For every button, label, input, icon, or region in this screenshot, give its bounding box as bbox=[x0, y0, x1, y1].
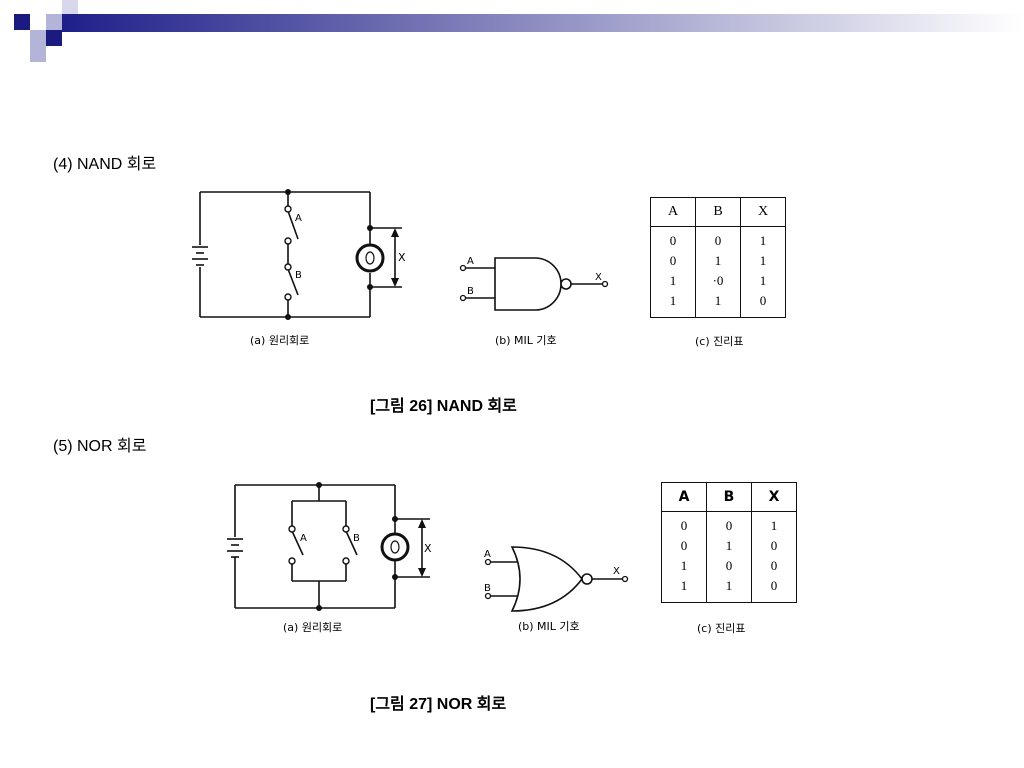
nand-circuit-sublabel: (a) 원리회로 bbox=[250, 334, 309, 347]
lamp-icon bbox=[380, 532, 410, 562]
deco-square bbox=[14, 14, 30, 30]
tt-cell: 0 bbox=[740, 291, 786, 318]
lamp-icon bbox=[355, 243, 385, 273]
tt-cell: 1 bbox=[706, 536, 752, 556]
tt-cell: 0 bbox=[706, 556, 752, 576]
tt-cell: 0 bbox=[695, 226, 741, 251]
tt-cell: 0 bbox=[751, 556, 797, 576]
nand-input-b: B bbox=[467, 286, 474, 297]
nand-truth-table: A B X 0 0 1 0 1 1 1 ·0 1 1 1 bbox=[650, 197, 786, 318]
table-row: 1 1 0 bbox=[662, 576, 797, 603]
table-row: 1 0 0 bbox=[662, 556, 797, 576]
tt-cell: 1 bbox=[680, 578, 688, 593]
tt-cell: 1 bbox=[695, 291, 741, 318]
switch-b-label: B bbox=[295, 270, 302, 281]
lamp-x-label: X bbox=[424, 542, 432, 555]
switch-a-label: A bbox=[295, 213, 302, 224]
deco-square bbox=[30, 30, 46, 46]
tt-header: A bbox=[650, 197, 696, 227]
table-row: 0 1 0 bbox=[662, 536, 797, 556]
nand-input-a: A bbox=[467, 256, 474, 267]
switch-b-label: B bbox=[353, 533, 360, 544]
tt-cell: 1 bbox=[751, 511, 797, 536]
tt-header: A bbox=[661, 482, 707, 512]
table-row: 1 1 0 bbox=[651, 291, 786, 318]
deco-square bbox=[46, 14, 62, 30]
table-row: 0 0 1 bbox=[662, 511, 797, 536]
tt-cell: 0 bbox=[680, 538, 688, 553]
tt-cell: 0 bbox=[706, 511, 752, 536]
tt-cell: 1 bbox=[669, 273, 677, 288]
tt-header: X bbox=[740, 197, 786, 227]
nor-table-sublabel: (c) 진리표 bbox=[697, 622, 746, 635]
table-row: 1 ·0 1 bbox=[651, 271, 786, 291]
tt-cell: 0 bbox=[669, 233, 677, 248]
tt-header: B bbox=[706, 482, 752, 512]
nand-output-x: X bbox=[595, 272, 602, 283]
tt-cell: 0 bbox=[680, 518, 688, 533]
table-row: 0 0 1 bbox=[651, 226, 786, 251]
nor-figure-caption: [그림 27] NOR 회로 bbox=[370, 696, 507, 713]
tt-cell: 0 bbox=[669, 253, 677, 268]
nor-circuit-sublabel: (a) 원리회로 bbox=[283, 621, 342, 634]
switch-a-label: A bbox=[300, 533, 307, 544]
tt-cell: 1 bbox=[740, 226, 786, 251]
nor-output-x: X bbox=[613, 566, 620, 577]
nor-principle-circuit: A B X (a) 원리회로 bbox=[227, 482, 432, 634]
tt-cell: 1 bbox=[695, 251, 741, 271]
tt-cell: ·0 bbox=[695, 271, 741, 291]
deco-square bbox=[62, 0, 78, 14]
nand-mil-symbol: A B X (b) MIL 기호 bbox=[459, 256, 609, 347]
nand-symbol-sublabel: (b) MIL 기호 bbox=[495, 334, 557, 347]
tt-header: X bbox=[751, 482, 797, 512]
nor-mil-symbol: A B X (b) MIL 기호 bbox=[484, 546, 629, 633]
nor-truth-table: A B X 0 0 1 0 1 0 1 0 0 1 1 bbox=[661, 482, 797, 603]
nand-heading: (4) NAND 회로 bbox=[53, 156, 157, 173]
nor-input-a: A bbox=[484, 549, 491, 560]
nor-symbol-sublabel: (b) MIL 기호 bbox=[518, 620, 580, 633]
header-gradient-bar bbox=[14, 0, 1024, 62]
nor-heading: (5) NOR 회로 bbox=[53, 438, 147, 455]
nand-figure-caption: [그림 26] NAND 회로 bbox=[370, 398, 517, 415]
deco-square bbox=[30, 46, 46, 62]
table-row: 0 1 1 bbox=[651, 251, 786, 271]
tt-cell: 1 bbox=[680, 558, 688, 573]
deco-square bbox=[46, 30, 62, 46]
nand-table-sublabel: (c) 진리표 bbox=[695, 335, 744, 348]
tt-cell: 0 bbox=[751, 536, 797, 556]
nor-input-b: B bbox=[484, 583, 491, 594]
tt-cell: 0 bbox=[751, 576, 797, 603]
tt-cell: 1 bbox=[740, 271, 786, 291]
nand-principle-circuit: A B X (a) 원리회로 bbox=[192, 189, 406, 347]
lamp-x-label: X bbox=[398, 251, 406, 264]
tt-cell: 1 bbox=[669, 293, 677, 308]
tt-cell: 1 bbox=[706, 576, 752, 603]
tt-cell: 1 bbox=[740, 251, 786, 271]
tt-header: B bbox=[695, 197, 741, 227]
